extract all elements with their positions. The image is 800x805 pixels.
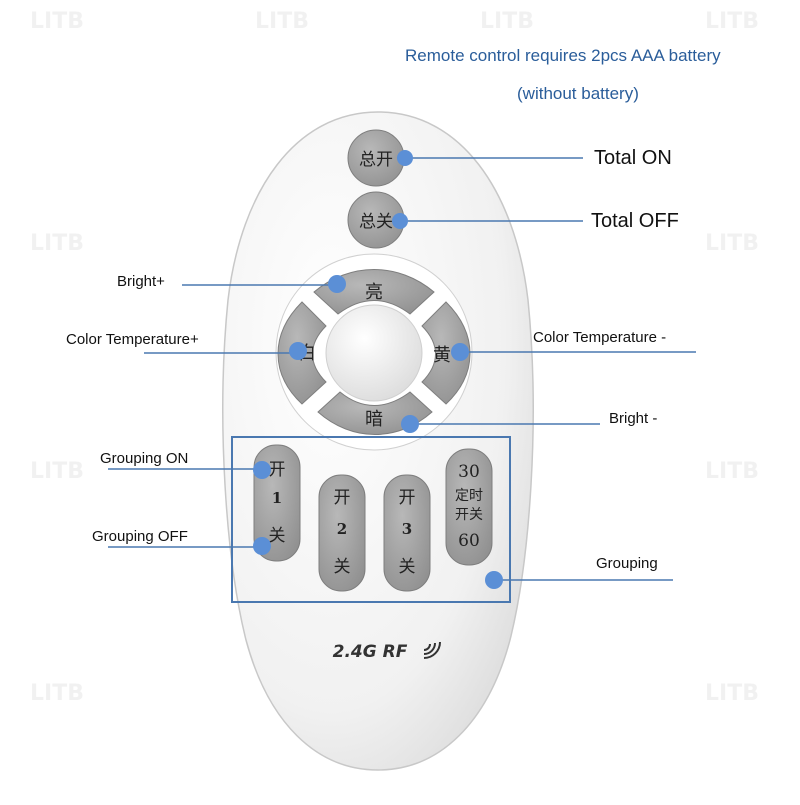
watermark: LITB	[30, 681, 84, 706]
rf-label: 2.4G RF	[333, 642, 408, 662]
callout-lines	[108, 157, 696, 581]
timer-button[interactable]: 30 定时 开关 60	[445, 448, 493, 566]
label-grouping-off: Grouping OFF	[92, 528, 188, 545]
group-1-off-text: 关	[269, 526, 286, 546]
yellow-text: 黄	[433, 345, 451, 366]
label-grouping-on: Grouping ON	[100, 450, 189, 467]
watermark: LITB	[480, 9, 534, 34]
watermark: LITB	[30, 9, 84, 34]
group-2-number: 2	[337, 520, 347, 538]
total-off-text: 总关	[359, 212, 393, 232]
total-on-button[interactable]: 总开	[347, 129, 405, 187]
grouping-box	[231, 436, 511, 603]
callout-dot	[485, 571, 503, 589]
group-1-on-text: 开	[269, 460, 286, 480]
bright-down-text: 暗	[365, 409, 383, 430]
group-3-off-text: 关	[399, 557, 416, 577]
watermarks: LITB LITB LITB LITB LITB LITB LITB LITB …	[30, 9, 759, 706]
label-color-temp-minus: Color Temperature -	[533, 329, 667, 346]
watermark: LITB	[255, 9, 309, 34]
label-total-off: Total OFF	[591, 210, 679, 232]
total-on-text: 总开	[359, 150, 393, 170]
callout-dot	[397, 150, 413, 166]
watermark: LITB	[705, 231, 759, 256]
timer-label-1: 定时	[455, 488, 483, 504]
group-2-on-text: 开	[334, 488, 351, 508]
battery-note-sub: (without battery)	[517, 84, 639, 103]
watermark: LITB	[30, 231, 84, 256]
label-bright-plus: Bright+	[117, 273, 165, 290]
watermark: LITB	[705, 459, 759, 484]
group-3-number: 3	[402, 520, 412, 538]
callout-dot	[392, 213, 408, 229]
watermark: LITB	[705, 681, 759, 706]
callout-dot	[253, 537, 271, 555]
group-3-button[interactable]: 开 3 关	[383, 474, 431, 592]
callout-dot	[451, 343, 469, 361]
wifi-signal-icon	[423, 641, 441, 659]
timer-label-2: 开关	[455, 507, 483, 523]
label-color-temp-plus: Color Temperature+	[66, 331, 199, 348]
callout-dot	[253, 461, 271, 479]
group-2-off-text: 关	[334, 557, 351, 577]
center-button[interactable]	[325, 304, 423, 402]
group-3-on-text: 开	[399, 488, 416, 508]
callout-dot	[401, 415, 419, 433]
timer-60-text: 60	[458, 531, 480, 551]
group-1-number: 1	[272, 489, 282, 507]
bright-up-text: 亮	[365, 282, 383, 303]
label-grouping: Grouping	[596, 555, 658, 572]
watermark: LITB	[30, 459, 84, 484]
group-2-button[interactable]: 开 2 关	[318, 474, 366, 592]
label-bright-minus: Bright -	[609, 410, 658, 427]
callout-dot	[328, 275, 346, 293]
callout-dots	[253, 150, 503, 589]
timer-30-text: 30	[458, 462, 480, 482]
battery-note: Remote control requires 2pcs AAA battery	[405, 46, 721, 65]
yellow-button[interactable]	[421, 301, 471, 405]
rf-logo: 2.4G RF	[333, 641, 441, 662]
callout-dot	[289, 342, 307, 360]
watermark: LITB	[705, 9, 759, 34]
label-total-on: Total ON	[594, 147, 672, 169]
